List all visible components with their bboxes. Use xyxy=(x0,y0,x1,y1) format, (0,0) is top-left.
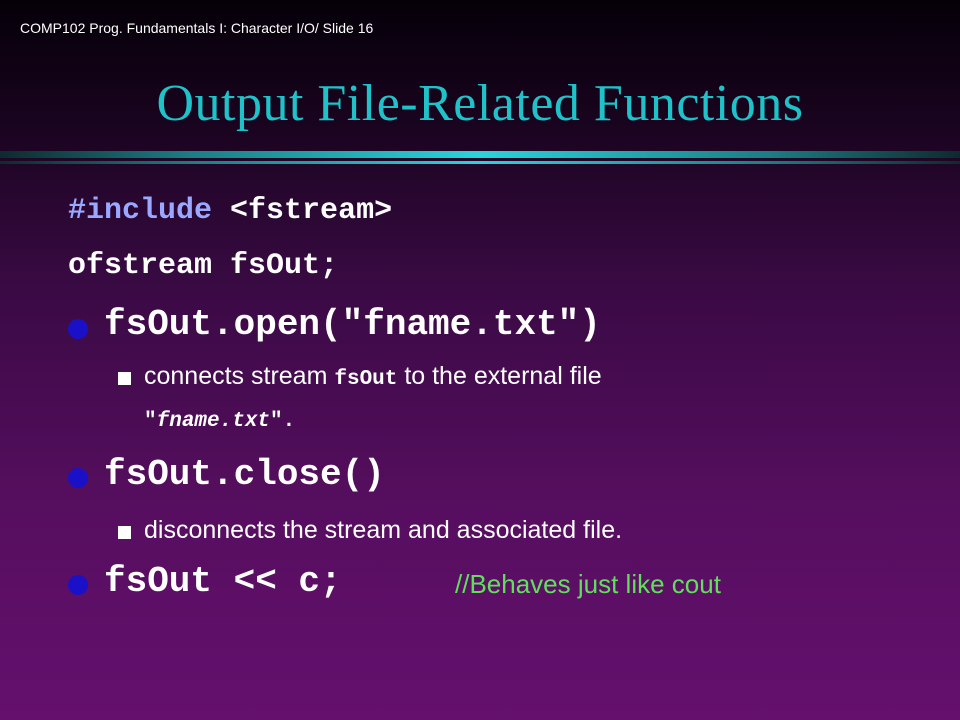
bullet-code-insert: fsOut << c; xyxy=(104,561,342,602)
sub-bullet-square xyxy=(118,372,131,385)
title-divider-thick xyxy=(0,151,960,158)
bullet-code-close: fsOut.close() xyxy=(104,454,385,495)
declaration-line: ofstream fsOut; xyxy=(68,249,339,283)
bullet-dot xyxy=(68,468,88,488)
slide-title: Output File-Related Functions xyxy=(156,75,804,132)
sub-bullet-close: disconnects the stream and associated fi… xyxy=(144,516,623,544)
code-comment: //Behaves just like cout xyxy=(455,569,721,599)
sub-bullet-square xyxy=(118,526,131,539)
sub-text-post: to the external file xyxy=(397,362,602,390)
sub-code-fsout: fsOut xyxy=(334,368,398,391)
title-divider-thin xyxy=(0,161,960,164)
include-line: #include <fstream> xyxy=(68,194,392,228)
bullet-code-open: fsOut.open("fname.txt") xyxy=(104,304,601,345)
slide-header: COMP102 Prog. Fundamentals I: Character … xyxy=(20,20,374,36)
include-header: <fstream> xyxy=(230,194,393,228)
bullet-dot xyxy=(68,575,88,595)
sub-text-pre: connects stream xyxy=(144,362,335,390)
sub-quote-close: ". xyxy=(270,410,296,433)
sub-code-fname: fname.txt xyxy=(156,410,271,433)
sub-bullet-open-line2: "fname.txt". xyxy=(144,404,295,433)
include-keyword: #include xyxy=(68,194,213,228)
bullet-dot xyxy=(68,319,88,339)
sub-bullet-open-line1: connects stream fsOut to the external fi… xyxy=(144,362,602,391)
sub-quote-open: " xyxy=(144,410,157,433)
